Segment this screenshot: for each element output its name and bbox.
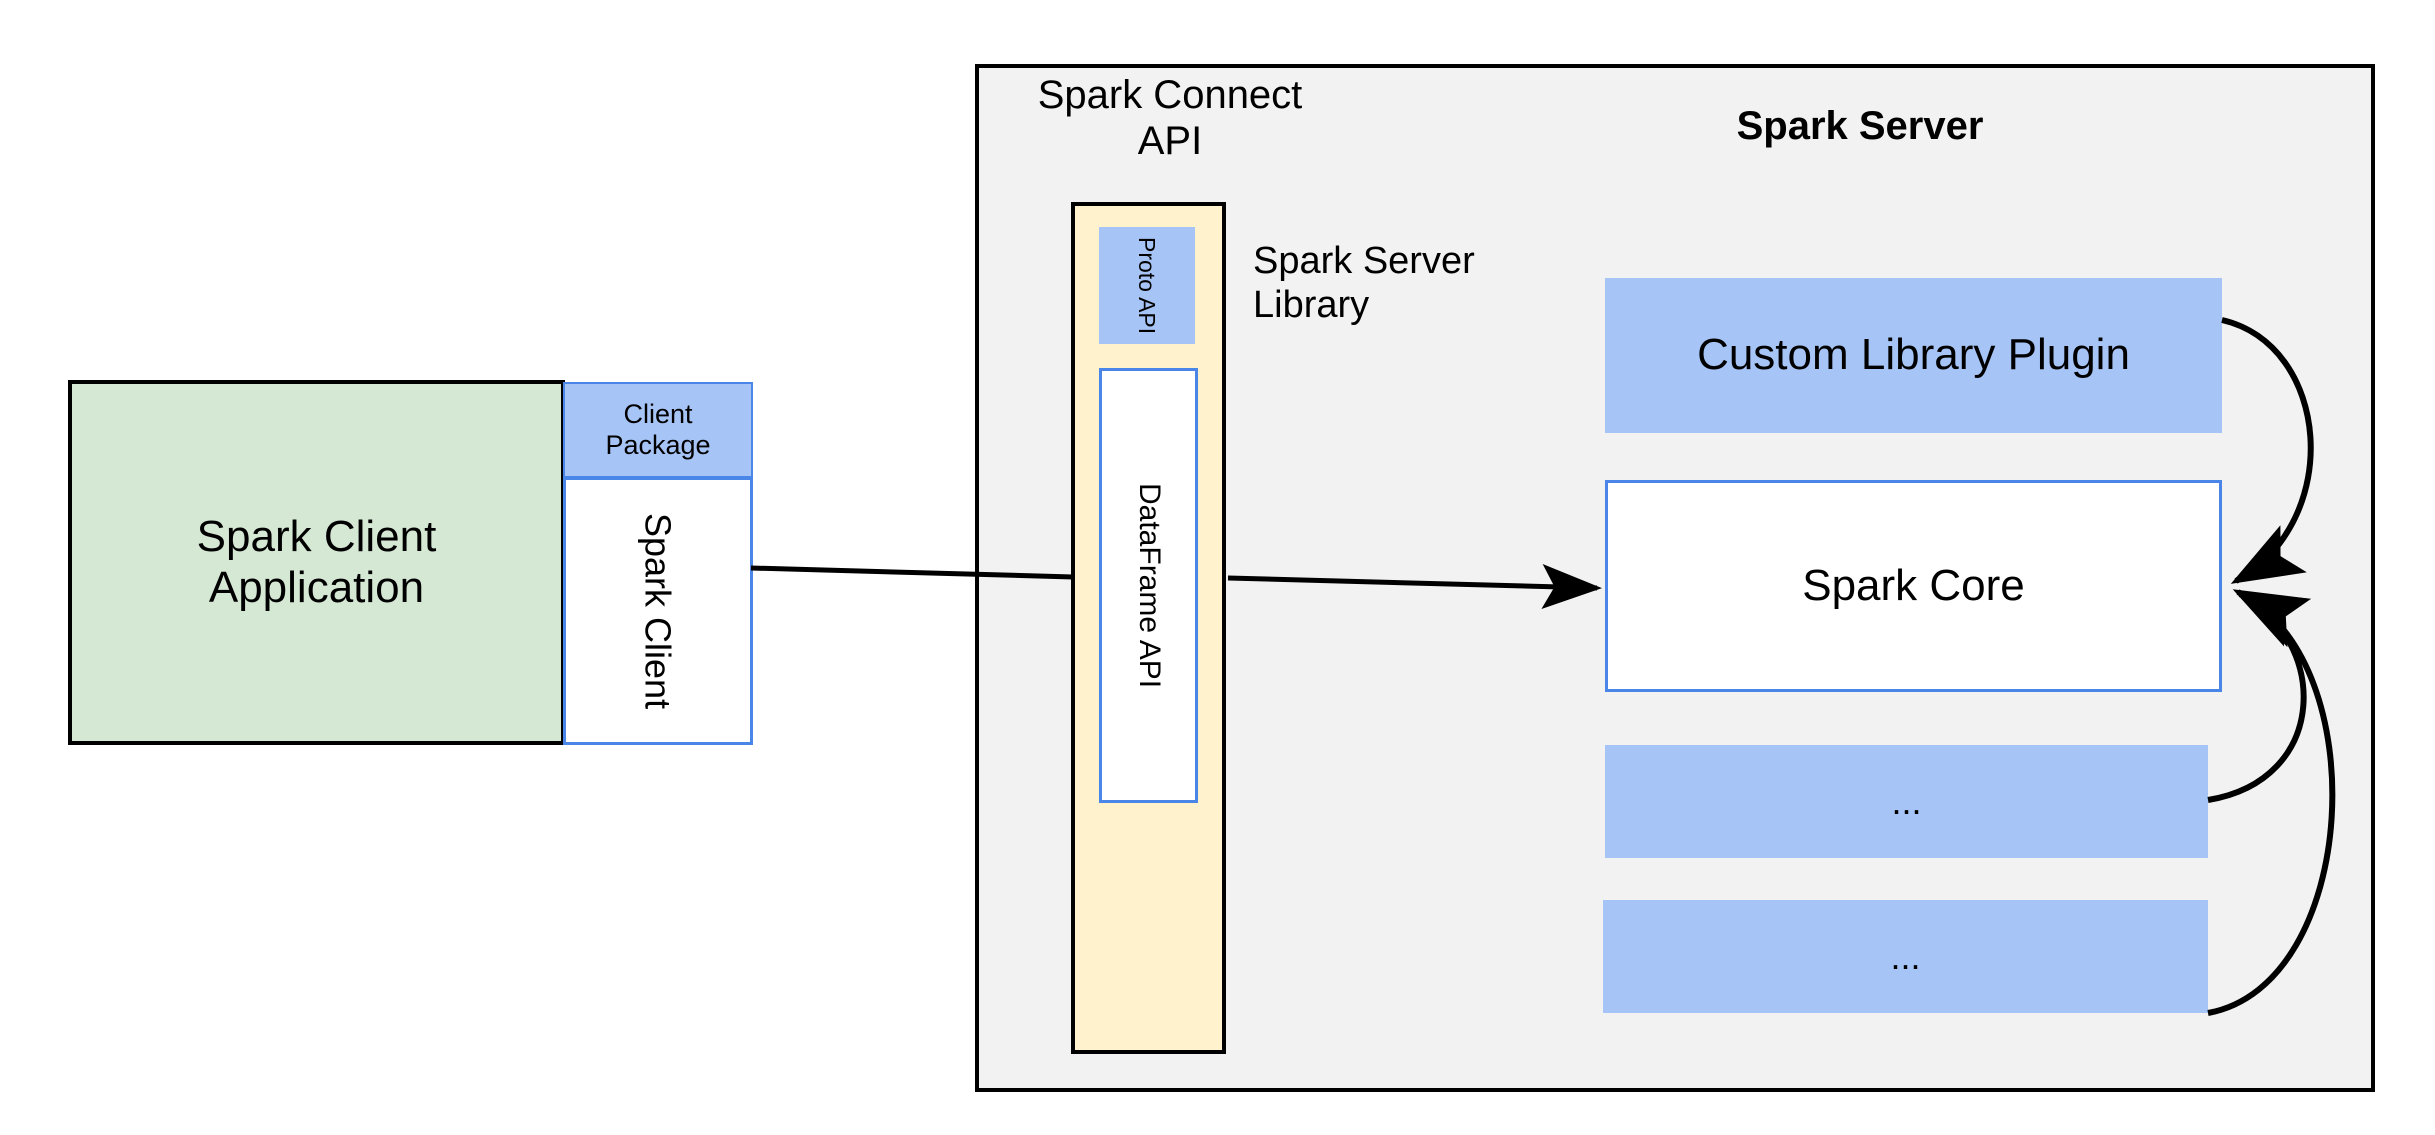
spark-connect-api-text: Spark Connect API xyxy=(1037,73,1303,163)
spark-server-library-label: Spark Server Library xyxy=(1253,240,1573,340)
spark-client-application-box: Spark Client Application xyxy=(68,380,565,745)
proto-api-box: Proto API xyxy=(1099,227,1195,344)
spark-client-box: Spark Client xyxy=(563,477,753,745)
custom-library-plugin-box: Custom Library Plugin xyxy=(1605,278,2222,433)
spark-client-application-label: Spark Client Application xyxy=(196,511,437,612)
spark-core-label: Spark Core xyxy=(1802,560,2025,610)
placeholder-component-box-2: ... xyxy=(1603,900,2208,1013)
placeholder-component-label-2: ... xyxy=(1890,935,1921,977)
proto-api-label: Proto API xyxy=(1134,236,1161,335)
dataframe-api-box: DataFrame API xyxy=(1099,368,1198,803)
spark-server-title: Spark Server xyxy=(1700,102,2020,150)
spark-connect-api-label: Spark Connect API xyxy=(1020,64,1320,163)
placeholder-component-box-1: ... xyxy=(1605,745,2208,858)
dataframe-api-label: DataFrame API xyxy=(1132,482,1166,689)
spark-server-library-text: Spark Server Library xyxy=(1253,240,1475,326)
spark-server-title-text: Spark Server xyxy=(1736,104,1984,148)
spark-client-label: Spark Client xyxy=(637,512,679,710)
custom-library-plugin-label: Custom Library Plugin xyxy=(1697,330,2130,380)
spark-core-box: Spark Core xyxy=(1605,480,2222,692)
client-package-box: Client Package xyxy=(563,382,753,478)
placeholder-component-label-1: ... xyxy=(1891,780,1922,822)
client-package-label: Client Package xyxy=(605,398,711,460)
